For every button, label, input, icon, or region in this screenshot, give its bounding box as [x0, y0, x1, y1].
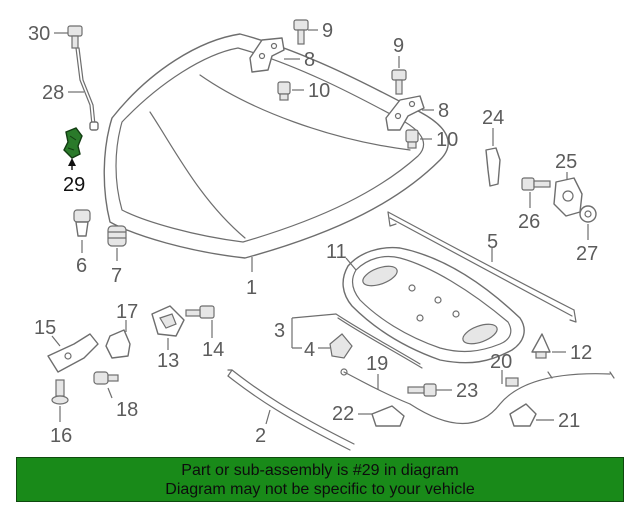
grommet-part-27[interactable]: [579, 205, 597, 223]
release-cable-part-20[interactable]: [409, 371, 615, 424]
nut-part-10-left[interactable]: [277, 81, 291, 101]
callout-21[interactable]: 21: [558, 410, 580, 432]
callout-30[interactable]: 30: [28, 23, 50, 45]
hood-seal-part-3[interactable]: [335, 313, 423, 369]
callout-6[interactable]: 6: [76, 255, 87, 277]
bracket-part-15[interactable]: [47, 333, 99, 373]
callout-24[interactable]: 24: [482, 107, 504, 129]
callout-8-left[interactable]: 8: [304, 49, 315, 71]
callout-28[interactable]: 28: [42, 82, 64, 104]
rod-clip-part-29[interactable]: [63, 127, 83, 159]
info-banner: Part or sub-assembly is #29 in diagram D…: [16, 457, 624, 502]
hood-hinge-part-8-right[interactable]: [385, 95, 425, 131]
cable-clip-part-21[interactable]: [509, 403, 537, 427]
weatherstrip-part-5[interactable]: [387, 211, 577, 323]
callout-29-highlighted[interactable]: 29: [63, 174, 85, 196]
callout-5[interactable]: 5: [487, 231, 498, 253]
bolt-part-9-right[interactable]: [391, 69, 407, 95]
callout-18[interactable]: 18: [116, 399, 138, 421]
bracket-part-17[interactable]: [105, 329, 131, 359]
callout-15[interactable]: 15: [34, 317, 56, 339]
seal-clip-part-4[interactable]: [329, 333, 353, 359]
callout-10-right[interactable]: 10: [436, 129, 458, 151]
callout-23[interactable]: 23: [456, 380, 478, 402]
callout-14[interactable]: 14: [202, 339, 224, 361]
callout-26[interactable]: 26: [518, 211, 540, 233]
clip-part-12[interactable]: [531, 333, 551, 359]
hood-hinge-part-8-left[interactable]: [249, 37, 285, 73]
hood-part-24[interactable]: [485, 147, 501, 187]
latch-striker-part-13[interactable]: [151, 305, 185, 337]
callout-4[interactable]: 4: [304, 339, 315, 361]
hood-stay-rod-part-28[interactable]: [75, 47, 99, 131]
bolt-part-26[interactable]: [521, 177, 551, 191]
callout-9-left[interactable]: 9: [322, 20, 333, 42]
callout-9-right[interactable]: 9: [393, 35, 404, 57]
callout-2[interactable]: 2: [255, 425, 266, 447]
bolt-part-23[interactable]: [407, 383, 437, 397]
banner-line-part-number: Part or sub-assembly is #29 in diagram: [181, 462, 459, 479]
bolt-part-16[interactable]: [51, 379, 69, 405]
callout-25[interactable]: 25: [555, 151, 577, 173]
hood-bumper-part-7[interactable]: [107, 225, 127, 247]
nut-part-10-right[interactable]: [405, 129, 419, 149]
seal-strip-part-2[interactable]: [227, 369, 355, 451]
nut-part-18[interactable]: [93, 371, 119, 385]
callout-8-right[interactable]: 8: [438, 100, 449, 122]
bolt-part-14[interactable]: [185, 305, 215, 319]
callout-22[interactable]: 22: [332, 403, 354, 425]
callout-13[interactable]: 13: [157, 350, 179, 372]
callout-20[interactable]: 20: [490, 351, 512, 373]
banner-line-disclaimer: Diagram may not be specific to your vehi…: [165, 481, 475, 498]
hood-panel-part-1[interactable]: [103, 33, 449, 259]
callout-10-left[interactable]: 10: [308, 80, 330, 102]
release-cable-part-19[interactable]: [340, 368, 411, 405]
callout-3[interactable]: 3: [274, 320, 285, 342]
hood-bumper-part-6[interactable]: [73, 209, 91, 237]
callout-27[interactable]: 27: [576, 243, 598, 265]
callout-19[interactable]: 19: [366, 353, 388, 375]
release-handle-part-22[interactable]: [371, 405, 405, 427]
callout-11[interactable]: 11: [326, 241, 347, 263]
callout-7[interactable]: 7: [111, 265, 122, 287]
callout-12[interactable]: 12: [570, 342, 592, 364]
callout-1[interactable]: 1: [246, 277, 257, 299]
hood-latch-part-25[interactable]: [553, 177, 583, 217]
callout-17[interactable]: 17: [116, 301, 138, 323]
callout-16[interactable]: 16: [50, 425, 72, 447]
bolt-part-30[interactable]: [67, 25, 83, 49]
bolt-part-9-left[interactable]: [293, 19, 309, 45]
hood-insulator-part-11[interactable]: [342, 246, 525, 364]
